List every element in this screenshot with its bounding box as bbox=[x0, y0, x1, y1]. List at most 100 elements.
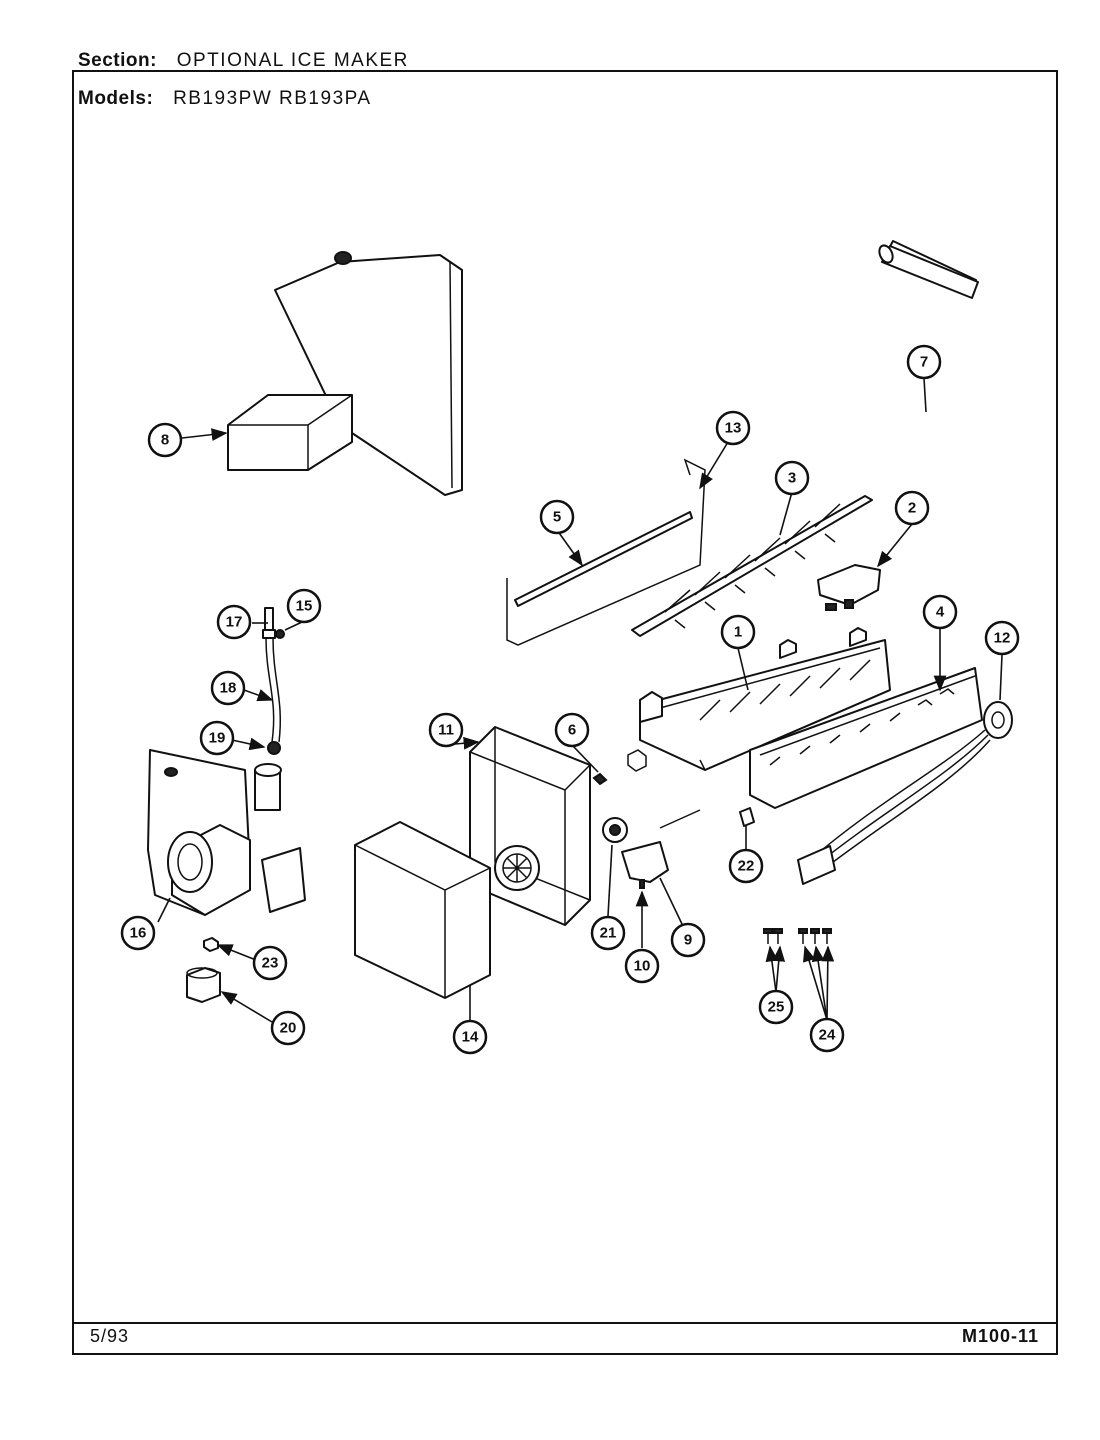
callout-20: 20 bbox=[270, 1010, 306, 1046]
callout-9: 9 bbox=[670, 922, 706, 958]
callout-circle bbox=[590, 915, 626, 951]
footer-code: M100-11 bbox=[962, 1326, 1040, 1346]
callout-number: 5 bbox=[553, 509, 561, 526]
callout-number: 21 bbox=[600, 925, 617, 942]
footer-date: 5/93 bbox=[90, 1326, 130, 1346]
callout-circle bbox=[758, 989, 794, 1025]
callout-18: 18 bbox=[210, 670, 246, 706]
callout-circle bbox=[428, 712, 464, 748]
footer-rule bbox=[72, 1322, 1058, 1324]
section-label: Section: bbox=[78, 50, 157, 71]
callout-circle bbox=[252, 945, 288, 981]
callout-25: 25 bbox=[758, 989, 794, 1025]
callout-circle bbox=[720, 614, 756, 650]
leader-lines bbox=[157, 377, 1003, 1023]
callout-circle bbox=[216, 604, 252, 640]
callout-14: 14 bbox=[452, 1019, 488, 1055]
part-5-13-wire-arm bbox=[506, 458, 706, 646]
callout-21: 21 bbox=[590, 915, 626, 951]
callout-10: 10 bbox=[624, 948, 660, 984]
callout-23: 23 bbox=[252, 945, 288, 981]
callout-circle bbox=[539, 499, 575, 535]
callout-24: 24 bbox=[809, 1017, 845, 1053]
callout-number: 1 bbox=[734, 624, 742, 641]
callout-circle bbox=[199, 720, 235, 756]
callout-15: 15 bbox=[286, 588, 322, 624]
callout-number: 3 bbox=[788, 470, 796, 487]
callout-number: 13 bbox=[725, 420, 742, 437]
callout-circle bbox=[670, 922, 706, 958]
callout-number: 2 bbox=[908, 500, 916, 517]
callout-circle bbox=[922, 594, 958, 630]
part-1-mold bbox=[639, 627, 891, 771]
callout-circle bbox=[774, 460, 810, 496]
callout-number: 19 bbox=[209, 730, 226, 747]
callout-number: 17 bbox=[226, 614, 243, 631]
callout-circle bbox=[624, 948, 660, 984]
callout-number: 10 bbox=[634, 958, 651, 975]
section-value: OPTIONAL ICE MAKER bbox=[176, 50, 409, 71]
section-heading: Section: OPTIONAL ICE MAKER bbox=[78, 50, 409, 72]
callout-circle bbox=[452, 1019, 488, 1055]
callout-circle bbox=[554, 712, 590, 748]
callout-19: 19 bbox=[199, 720, 235, 756]
models-label: Models: bbox=[78, 88, 154, 109]
callout-12: 12 bbox=[984, 620, 1020, 656]
callout-8: 8 bbox=[147, 422, 183, 458]
callout-circle bbox=[210, 670, 246, 706]
part-12-harness bbox=[797, 701, 1013, 885]
callout-7: 7 bbox=[906, 344, 942, 380]
part-3-ejector bbox=[631, 495, 873, 637]
callout-number: 24 bbox=[819, 1027, 836, 1044]
callout-circle bbox=[286, 588, 322, 624]
callout-17: 17 bbox=[216, 604, 252, 640]
callout-circle bbox=[715, 410, 751, 446]
callout-number: 20 bbox=[280, 1020, 297, 1037]
callout-number: 12 bbox=[994, 630, 1011, 647]
callout-number: 22 bbox=[738, 858, 755, 875]
callout-number: 4 bbox=[936, 604, 945, 621]
callout-circle bbox=[728, 848, 764, 884]
small-parts bbox=[592, 749, 755, 889]
callout-number: 18 bbox=[220, 680, 237, 697]
callout-circle bbox=[906, 344, 942, 380]
callout-5: 5 bbox=[539, 499, 575, 535]
callout-number: 15 bbox=[296, 598, 313, 615]
part-8-shroud bbox=[227, 251, 463, 496]
callout-13: 13 bbox=[715, 410, 751, 446]
screws bbox=[763, 928, 832, 944]
models-value: RB193PW RB193PA bbox=[173, 88, 372, 109]
part-7-shaft bbox=[878, 240, 979, 299]
callout-circle bbox=[809, 1017, 845, 1053]
callout-6: 6 bbox=[554, 712, 590, 748]
part-18-tube bbox=[262, 607, 285, 755]
callout-11: 11 bbox=[428, 712, 464, 748]
callout-circle bbox=[120, 915, 156, 951]
callout-number: 25 bbox=[768, 999, 785, 1016]
callout-number: 16 bbox=[130, 925, 147, 942]
callout-4: 4 bbox=[922, 594, 958, 630]
callout-16: 16 bbox=[120, 915, 156, 951]
callout-1: 1 bbox=[720, 614, 756, 650]
callout-group: 1234567891011121314151617181920212223242… bbox=[120, 344, 1020, 1055]
callout-number: 8 bbox=[161, 432, 169, 449]
callout-3: 3 bbox=[774, 460, 810, 496]
callout-22: 22 bbox=[728, 848, 764, 884]
callout-circle bbox=[147, 422, 183, 458]
models-heading: Models: RB193PW RB193PA bbox=[78, 88, 372, 110]
callout-number: 14 bbox=[462, 1029, 479, 1046]
callout-circle bbox=[984, 620, 1020, 656]
callout-number: 23 bbox=[262, 955, 279, 972]
part-11-control-module bbox=[469, 726, 591, 926]
parts-20-23 bbox=[186, 937, 221, 1003]
callout-number: 11 bbox=[438, 722, 454, 739]
part-2-bracket bbox=[817, 564, 881, 611]
callout-number: 7 bbox=[920, 354, 928, 371]
diagram-frame bbox=[72, 70, 1058, 1355]
part-14-module-cover bbox=[354, 821, 491, 999]
callout-2: 2 bbox=[894, 490, 930, 526]
callout-circle bbox=[894, 490, 930, 526]
callout-number: 6 bbox=[568, 722, 576, 739]
callout-number: 9 bbox=[684, 932, 692, 949]
